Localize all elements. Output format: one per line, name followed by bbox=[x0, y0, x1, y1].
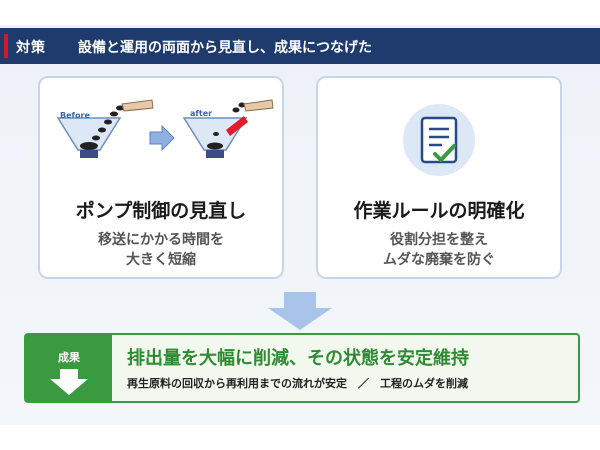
section-header: 対策 設備と運用の両面から見直し、成果につなげた bbox=[0, 28, 600, 64]
checklist-icon bbox=[403, 104, 475, 176]
card-subtitle-rules-line2: ムダな廃棄を防ぐ bbox=[383, 252, 495, 268]
card-pump-control: Before after ポンプ制御の見直し 移送にかかる時間を 大きく短縮 bbox=[38, 76, 284, 279]
card-subtitle-pump: 移送にかかる時間を 大きく短縮 bbox=[40, 230, 282, 270]
after-label: after bbox=[190, 109, 212, 118]
pump-before-after-illustration: Before after bbox=[56, 99, 274, 158]
after-hopper-illustration bbox=[182, 99, 274, 158]
header-accent-bar bbox=[4, 34, 8, 58]
header-title: 設備と運用の両面から見直し、成果につなげた bbox=[78, 40, 372, 56]
card-work-rules: 作業ルールの明確化 役割分担を整え ムダな廃棄を防ぐ bbox=[316, 76, 562, 279]
header-label: 対策 bbox=[16, 40, 46, 56]
card-title-rules: 作業ルールの明確化 bbox=[353, 200, 525, 222]
result-down-arrow-icon bbox=[50, 369, 88, 395]
before-hopper-illustration bbox=[56, 99, 154, 158]
result-headline: 排出量を大幅に削減、その状態を安定維持 bbox=[127, 348, 469, 369]
down-arrow-icon bbox=[268, 292, 332, 330]
result-badge-label: 成果 bbox=[58, 351, 80, 364]
result-badge: 成果 bbox=[26, 335, 112, 401]
before-label: Before bbox=[60, 111, 90, 120]
result-description: 再生原料の回収から再利用までの流れが安定 ／ 工程のムダを削減 bbox=[127, 377, 468, 390]
transition-arrow-icon bbox=[149, 124, 175, 152]
card-subtitle-pump-line2: 大きく短縮 bbox=[126, 252, 196, 268]
card-title-pump: ポンプ制御の見直し bbox=[75, 200, 247, 222]
result-box: 成果 排出量を大幅に削減、その状態を安定維持 再生原料の回収から再利用までの流れ… bbox=[24, 333, 580, 403]
card-subtitle-pump-line1: 移送にかかる時間を bbox=[98, 232, 224, 248]
card-subtitle-rules-line1: 役割分担を整え bbox=[390, 232, 488, 248]
card-subtitle-rules: 役割分担を整え ムダな廃棄を防ぐ bbox=[318, 230, 560, 270]
